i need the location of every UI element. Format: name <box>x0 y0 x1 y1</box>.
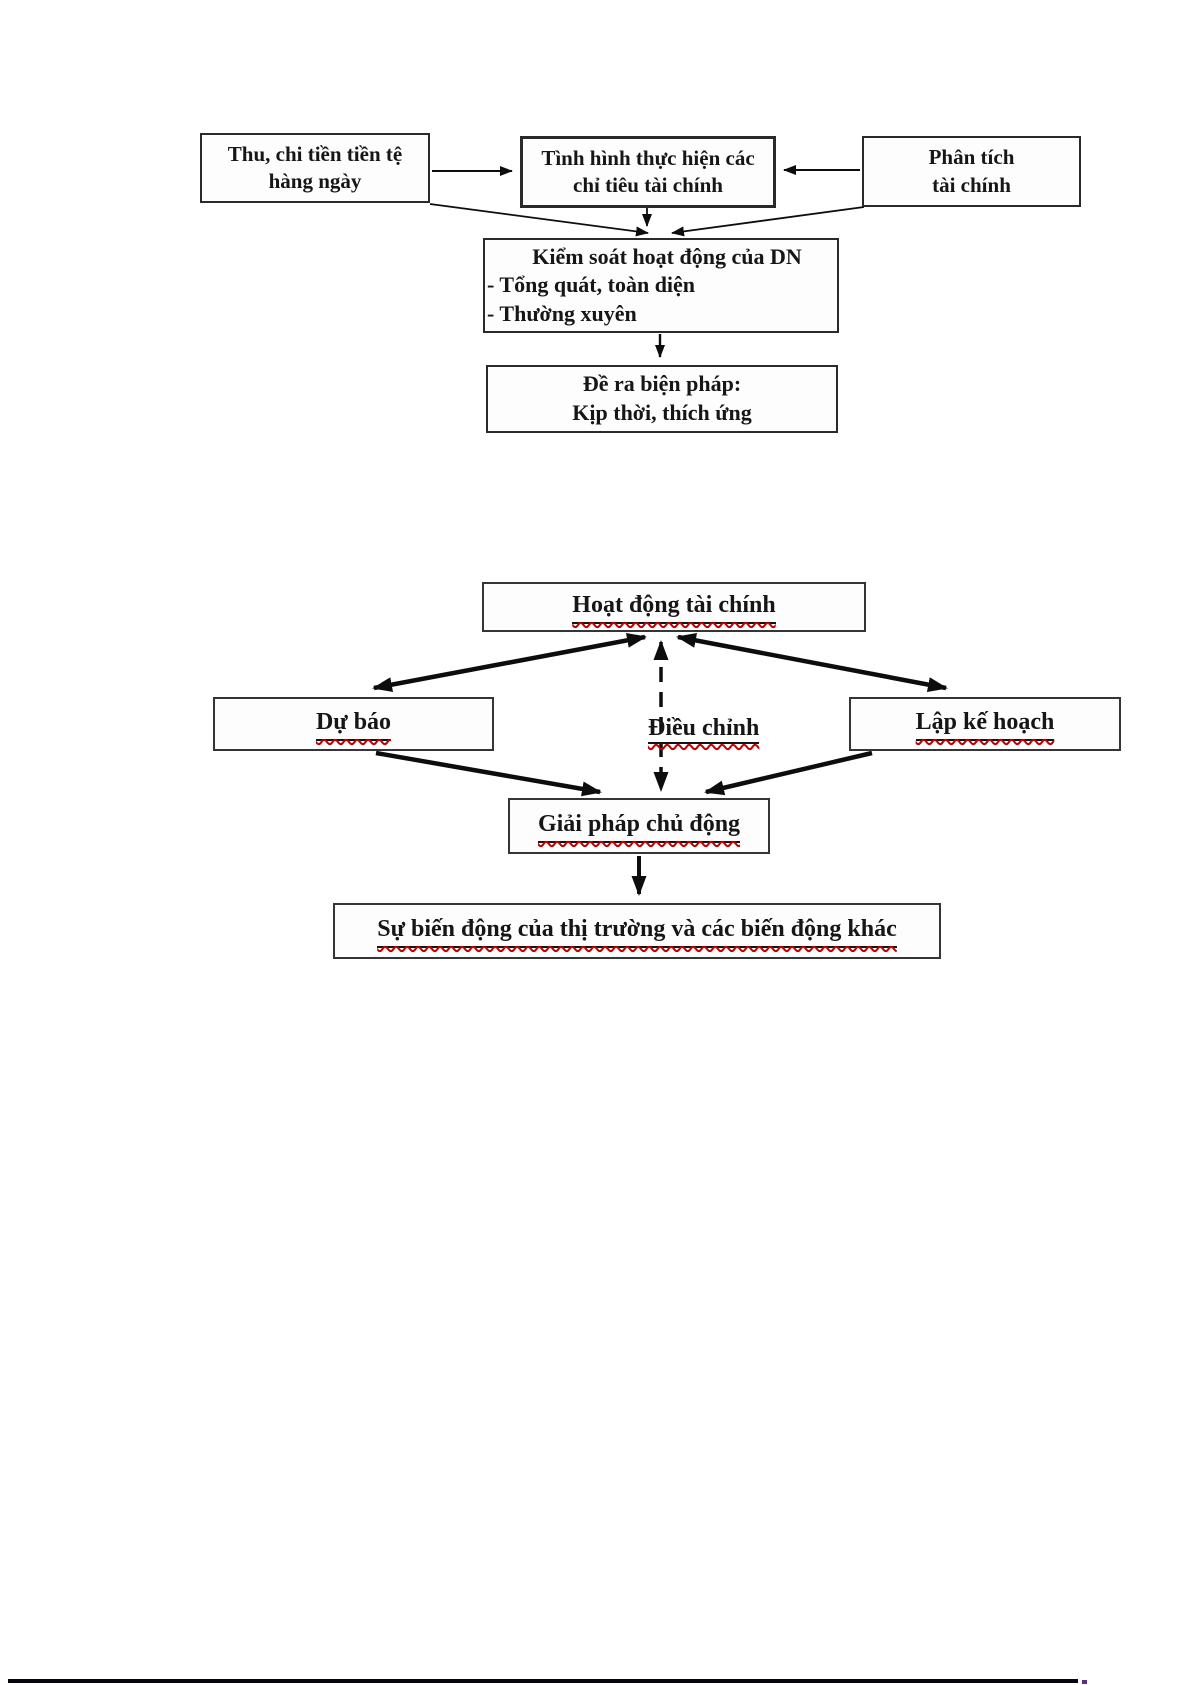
box-market-fluctuations: Sự biến động của thị trường và các biến … <box>333 903 941 959</box>
box-analysis-line1: Phân tích <box>928 145 1015 170</box>
page-bottom-rule <box>8 1679 1078 1683</box>
label-adjustment: Điều chỉnh <box>648 704 828 754</box>
arrow-analysis-to-control <box>671 206 865 237</box>
arrow-forecast-to-proactive <box>375 750 602 797</box>
box-planning: Lập kế hoạch <box>849 697 1121 751</box>
box-control-item2: - Thường xuyên <box>487 300 637 326</box>
box-planning-label: Lập kế hoạch <box>915 707 1055 741</box>
box-proactive-solutions: Giải pháp chủ động <box>508 798 770 854</box>
box-measures-line1: Đề ra biện pháp: <box>582 371 742 397</box>
box-financial-activity: Hoạt động tài chính <box>482 582 866 632</box>
box-financial-analysis: Phân tích tài chính <box>862 136 1081 207</box>
arrow-planning-to-proactive <box>704 750 873 796</box>
box-daily-cash-flow: Thu, chi tiền tiền tệ hàng ngày <box>200 133 430 203</box>
box-financial-activity-label: Hoạt động tài chính <box>572 590 776 624</box>
box-forecast-label: Dự báo <box>315 707 392 741</box>
box-forecast: Dự báo <box>213 697 494 751</box>
box-daily-cash-line1: Thu, chi tiền tiền tệ <box>227 141 403 166</box>
box-financial-targets-implementation: Tình hình thực hiện các chỉ tiêu tài chí… <box>520 136 776 208</box>
arrow-finactivity-forecast-double <box>372 632 647 693</box>
page-bottom-rule-dot <box>1082 1680 1087 1684</box>
arrow-finactivity-planning-double <box>676 632 948 693</box>
box-propose-measures: Đề ra biện pháp: Kịp thời, thích ứng <box>486 365 838 433</box>
box-market-fluctuations-label: Sự biến động của thị trường và các biến … <box>377 914 897 948</box>
box-measures-line2: Kịp thời, thích ứng <box>572 400 752 425</box>
box-implement-line1: Tình hình thực hiện các <box>541 145 755 170</box>
box-control-item1: - Tổng quát, toàn diện <box>487 272 696 298</box>
box-proactive-solutions-label: Giải pháp chủ động <box>537 809 741 843</box>
box-control-title: Kiểm soát hoạt động của DN <box>532 243 802 269</box>
box-implement-line2: chỉ tiêu tài chính <box>573 173 723 197</box>
box-analysis-line2: tài chính <box>932 172 1011 197</box>
box-enterprise-control: Kiểm soát hoạt động của DN - Tổng quát, … <box>483 238 839 333</box>
label-adjustment-text: Điều chỉnh <box>648 715 760 744</box>
arrow-dailycash-to-control <box>429 203 649 237</box>
box-daily-cash-line2: hàng ngày <box>268 169 362 193</box>
